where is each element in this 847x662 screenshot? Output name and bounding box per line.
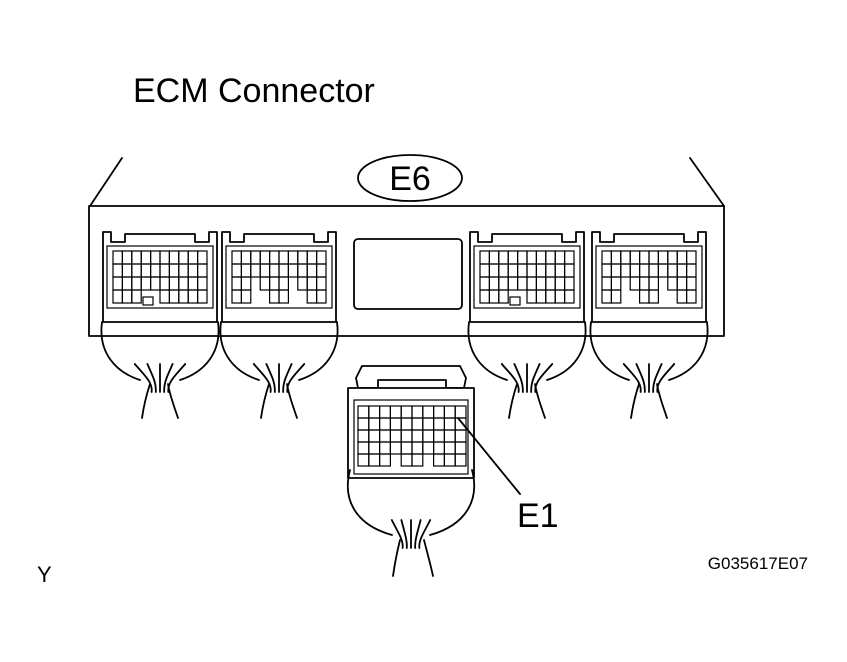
figure-id: G035617E07	[708, 554, 808, 573]
callout-e1-label: E1	[517, 497, 559, 535]
corner-label: Y	[37, 562, 52, 587]
callout-e6: E6	[357, 154, 463, 202]
diagram-title: ECM Connector	[133, 72, 375, 110]
e6-connector-block	[589, 231, 709, 419]
callout-oval	[357, 154, 463, 202]
e6-connector-block	[100, 231, 220, 419]
e6-connector-blocks	[100, 231, 709, 419]
e1-connector	[346, 365, 476, 577]
e6-connector-block	[467, 231, 587, 419]
callout-e6-label: E6	[389, 160, 431, 198]
e6-connector-block	[219, 231, 339, 419]
callout-e1: E1	[457, 417, 559, 535]
callout-e1-leader	[457, 417, 521, 495]
ecm-center-window	[353, 238, 463, 310]
